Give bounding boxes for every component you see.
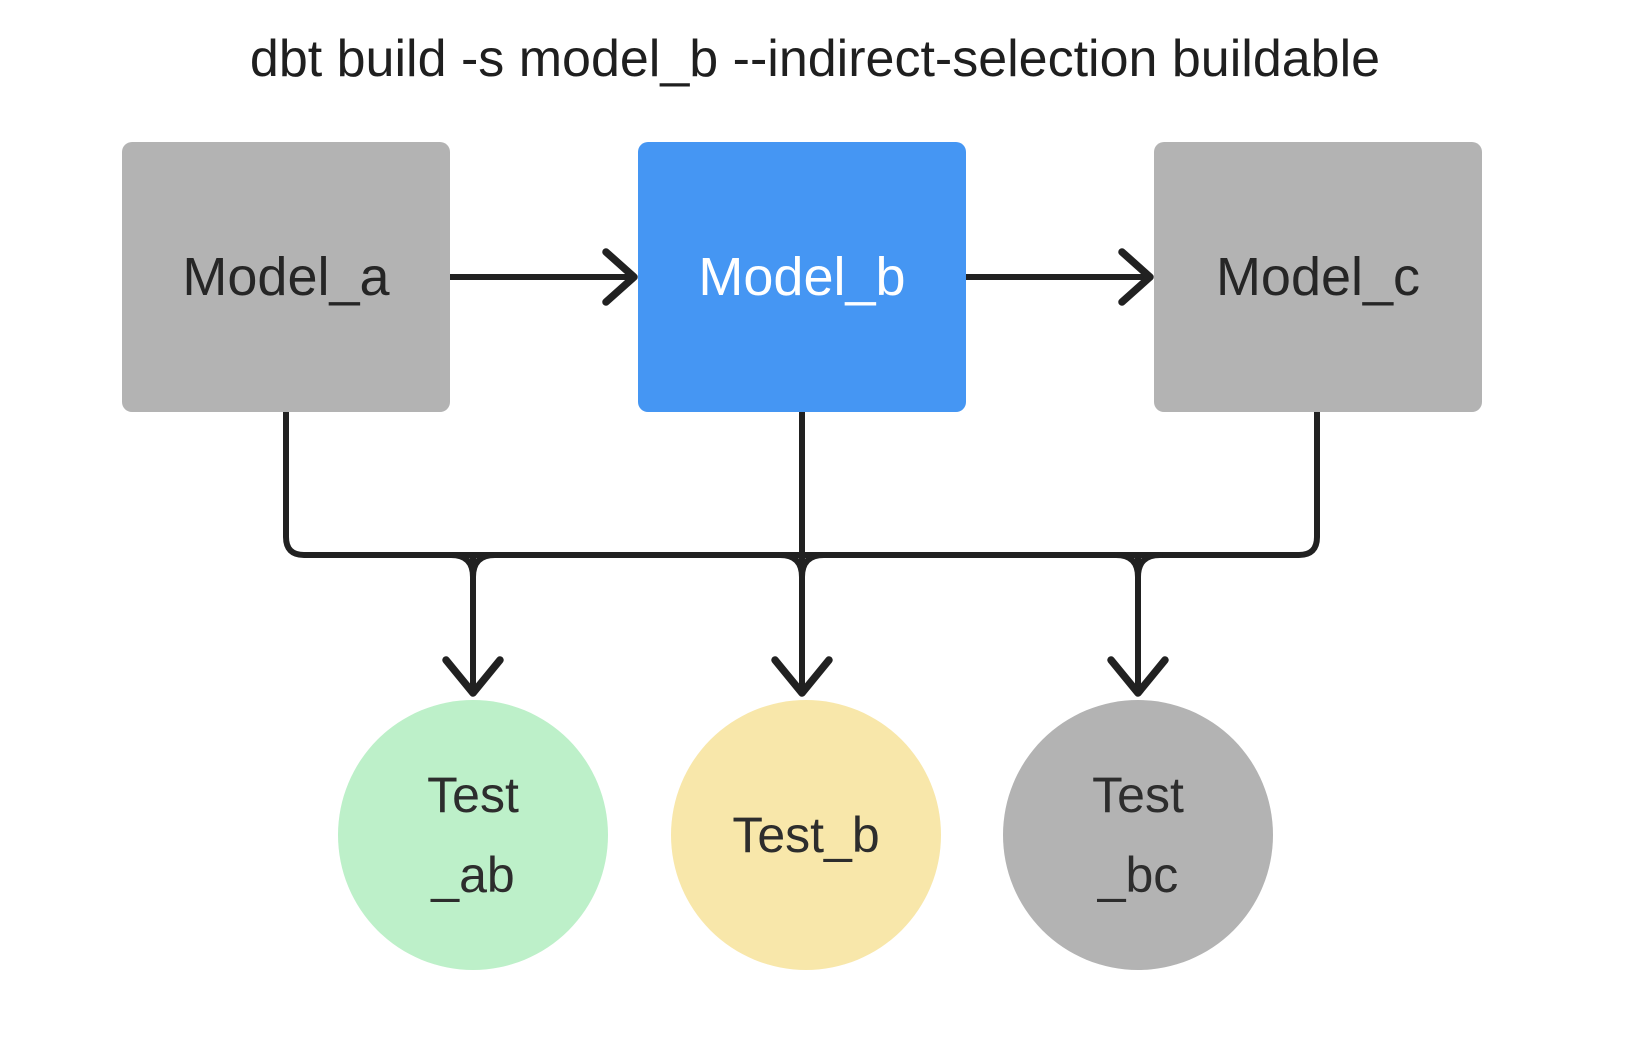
arrowhead-model-c (1118, 248, 1154, 306)
diagram-title: dbt build -s model_b --indirect-selectio… (249, 30, 1381, 88)
arrowhead-test-bc (1107, 656, 1169, 697)
model-c-node: Model_c (1154, 142, 1482, 412)
edge-fillet-modelb-left (777, 552, 805, 580)
test-bc-node: Test _bc (1003, 700, 1273, 970)
test-bc-label-line2: _bc (1097, 847, 1179, 903)
model-a-label: Model_a (182, 247, 390, 307)
edge-fillet-testab-right (470, 552, 498, 580)
model-b-label: Model_b (698, 247, 906, 307)
edge-fillet-testbc-right (1135, 552, 1163, 580)
model-b-node: Model_b (638, 142, 966, 412)
test-bc-label-line1: Test (1092, 767, 1184, 823)
test-b-node: Test_b (671, 700, 941, 970)
model-a-node: Model_a (122, 142, 450, 412)
test-ab-node: Test _ab (338, 700, 608, 970)
edge-fillet-modelb-right (799, 552, 827, 580)
arrowhead-test-ab (442, 656, 504, 697)
model-c-label: Model_c (1215, 247, 1421, 307)
edge-fillet-testab-left (448, 552, 476, 580)
test-ab-label-line1: Test (427, 767, 519, 823)
arrowhead-test-b (771, 656, 833, 697)
edge-fillet-testbc-left (1113, 552, 1141, 580)
test-b-label: Test_b (732, 807, 880, 863)
arrowhead-model-b (602, 248, 638, 306)
test-ab-label-line2: _ab (431, 847, 515, 903)
